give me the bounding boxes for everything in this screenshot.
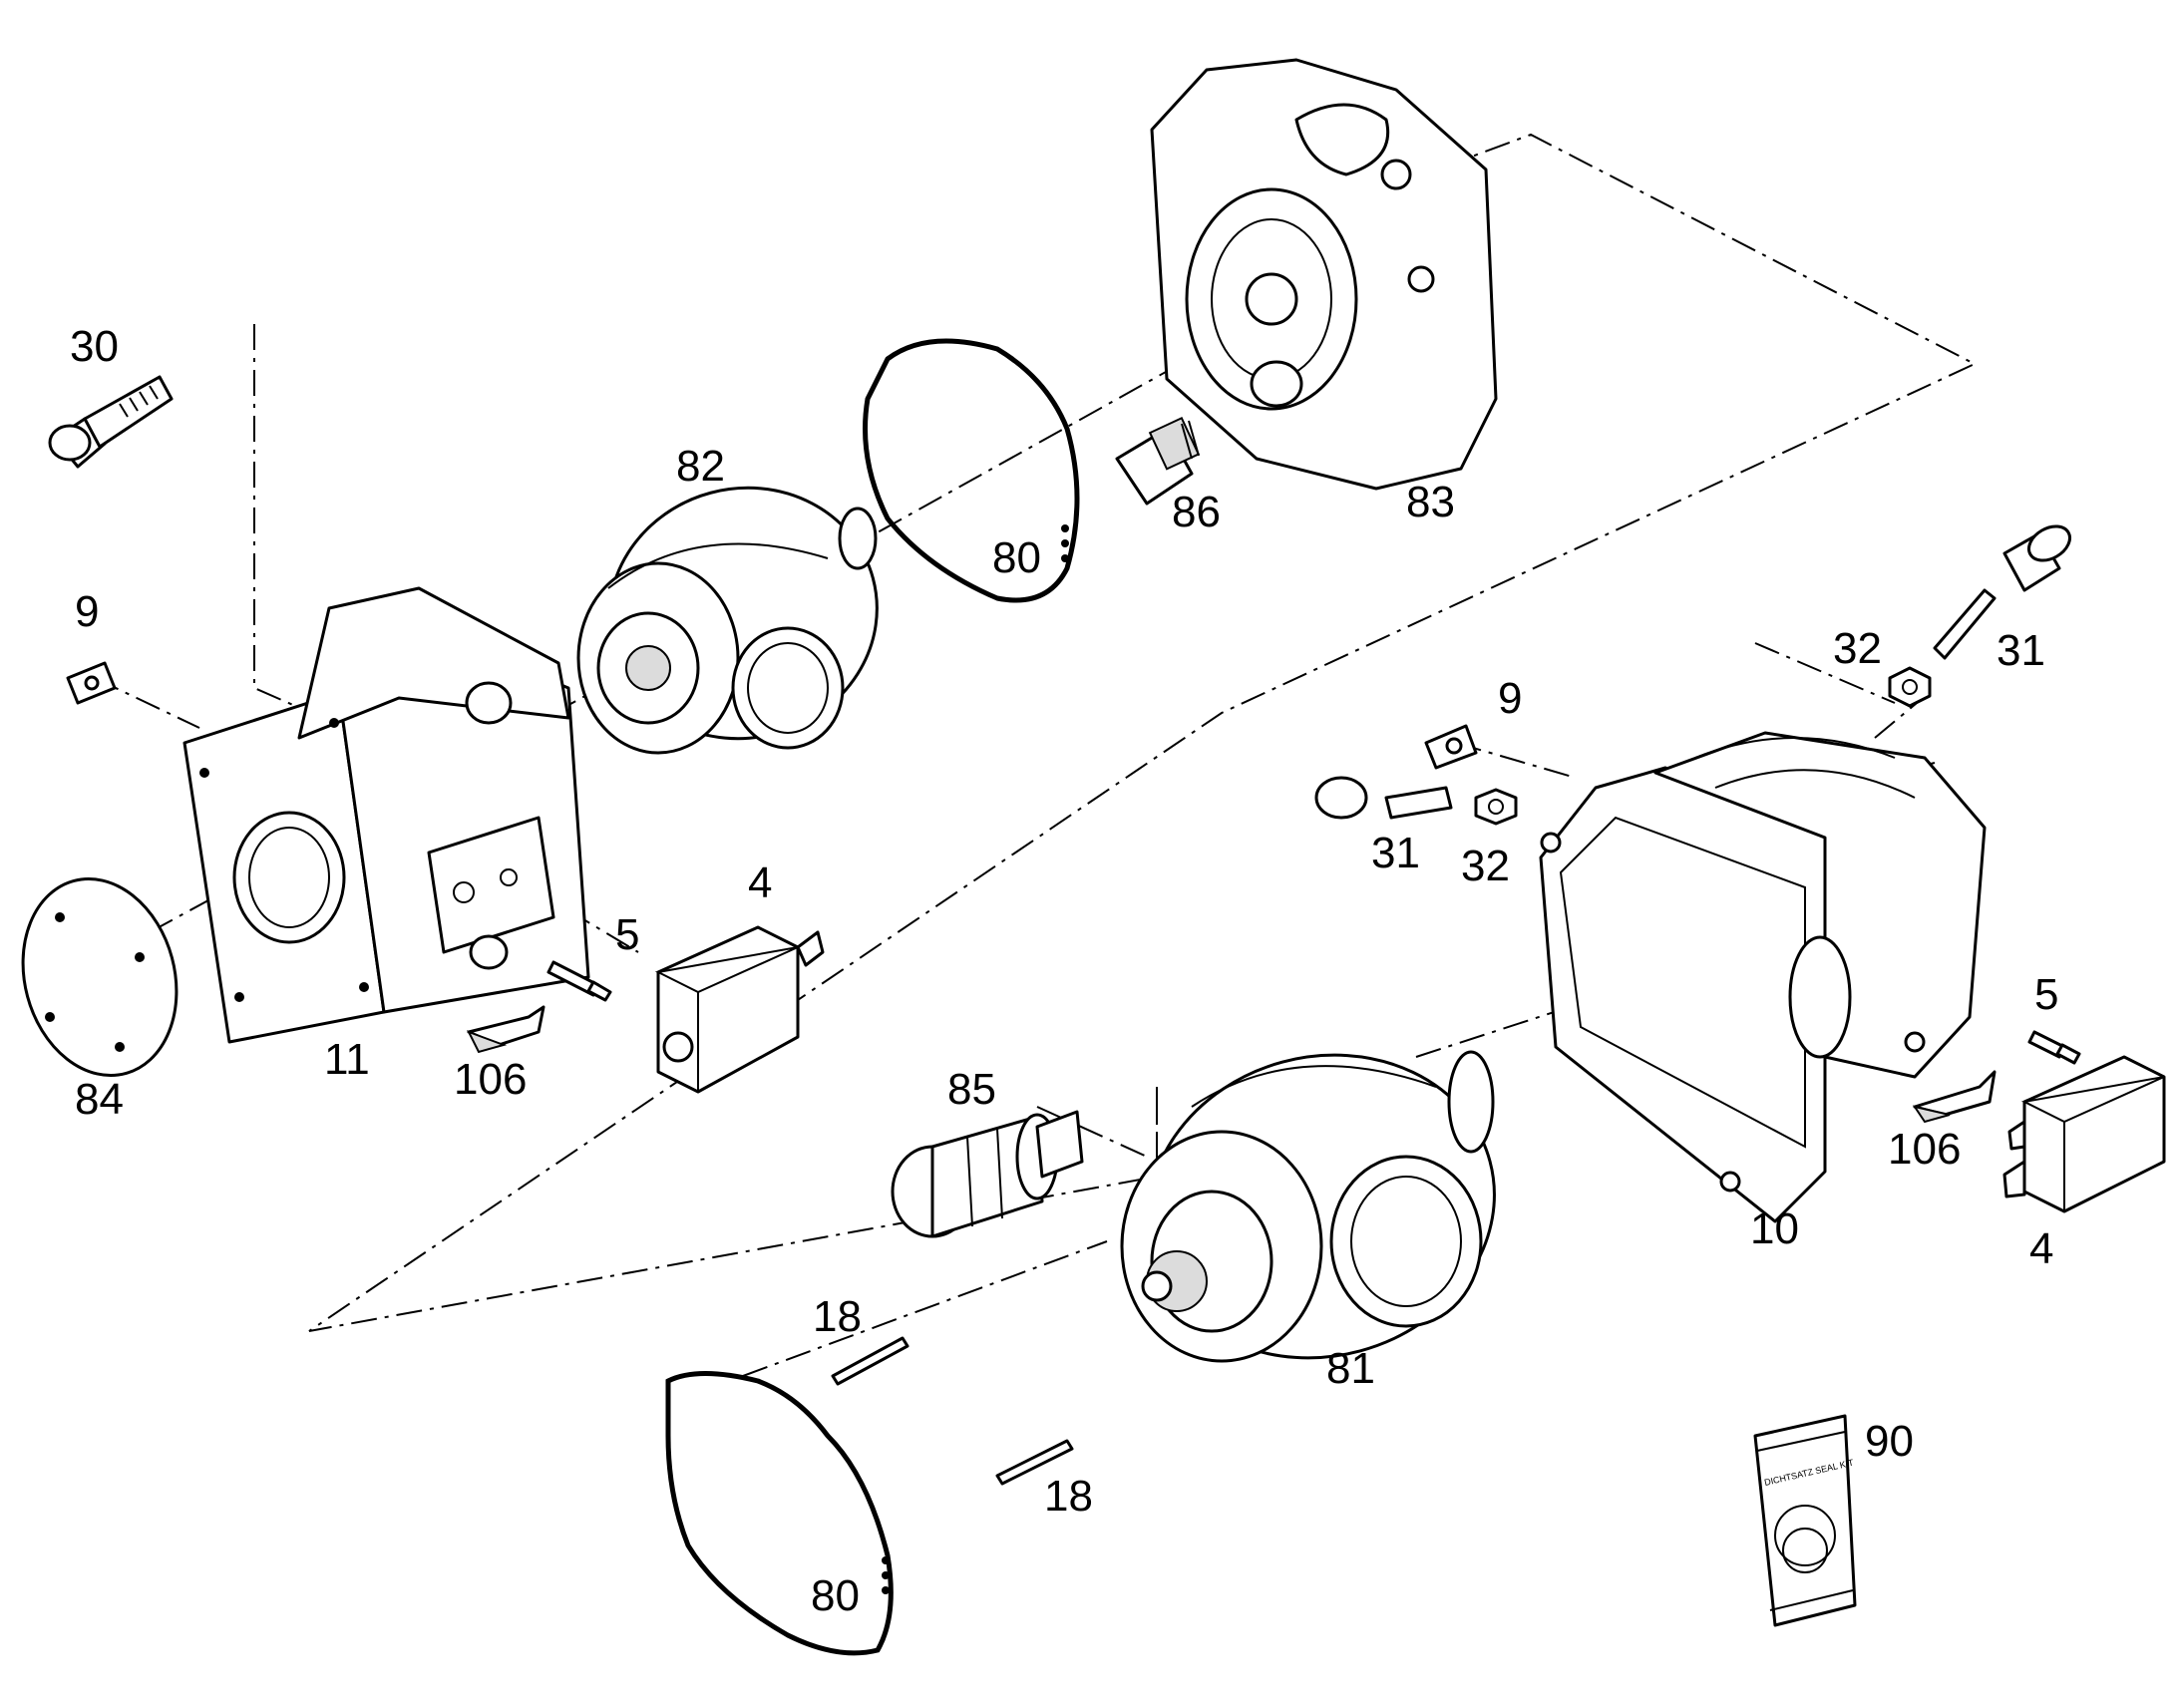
- part-18-pin-lower: [995, 1439, 1074, 1486]
- callout-10: 10: [1750, 1204, 1799, 1253]
- callout-4-left: 4: [748, 858, 772, 907]
- callout-4-right: 4: [2029, 1224, 2053, 1273]
- part-5-pin-right: [2027, 1030, 2081, 1065]
- part-82-rotating-group: [576, 486, 879, 755]
- callout-30: 30: [70, 322, 119, 371]
- callout-labels: 30 82 80 86 83 9 4 5 11 106 84 85 81 18 …: [70, 322, 2058, 1620]
- part-10-housing: [1539, 731, 1987, 1223]
- part-106-tool-left: [466, 1005, 545, 1054]
- part-11-housing: [182, 586, 590, 1044]
- part-9-plate-left: [66, 661, 117, 705]
- part-32-nut-middle: [1474, 788, 1518, 826]
- callout-82: 82: [676, 442, 725, 491]
- part-83-end-cap: [1150, 58, 1498, 491]
- callout-11: 11: [324, 1035, 370, 1084]
- part-4-valve-block-left: [654, 925, 825, 1094]
- callout-18-lower: 18: [1044, 1472, 1093, 1521]
- part-85-spool: [891, 1110, 1084, 1238]
- callout-85: 85: [947, 1065, 996, 1114]
- callout-5-left: 5: [615, 910, 639, 959]
- callout-80-upper: 80: [992, 533, 1041, 582]
- part-18-pin-upper: [831, 1336, 909, 1386]
- part-5-pin-left: [546, 960, 612, 1002]
- callout-18-upper: 18: [813, 1292, 862, 1341]
- part-9-plate-right: [1424, 724, 1478, 770]
- part-30-screw: [48, 375, 174, 469]
- part-86-valve: [1115, 416, 1201, 506]
- callout-9-left: 9: [75, 587, 99, 636]
- callout-31-upper: 31: [1997, 626, 2045, 675]
- part-81-rotating-group: [1120, 1050, 1496, 1363]
- callout-106-left: 106: [454, 1055, 527, 1104]
- callout-84: 84: [75, 1075, 124, 1124]
- callout-83: 83: [1406, 478, 1455, 526]
- part-32-nut-upper: [1888, 666, 1932, 708]
- callout-5-right: 5: [2034, 970, 2058, 1019]
- part-80-seal-upper: [863, 338, 1080, 603]
- callout-90: 90: [1865, 1417, 1914, 1466]
- callout-31-middle: 31: [1371, 829, 1420, 877]
- part-90-seal-kit-bag: DICHTSATZ SEAL KIT: [1753, 1414, 1857, 1627]
- callout-106-right: 106: [1888, 1125, 1961, 1174]
- callout-81: 81: [1326, 1344, 1375, 1393]
- part-106-tool-right: [1912, 1070, 1997, 1124]
- callout-32-middle: 32: [1461, 842, 1510, 890]
- callout-32-upper: 32: [1833, 624, 1882, 673]
- callout-80-lower: 80: [811, 1571, 860, 1620]
- callout-86: 86: [1172, 488, 1221, 536]
- part-4-valve-block-right: [2002, 1055, 2166, 1213]
- part-80-seal-lower: [665, 1371, 894, 1656]
- part-84-cover: [21, 876, 179, 1078]
- part-31-plug-upper: [1933, 524, 2071, 660]
- callout-9-right: 9: [1498, 674, 1522, 723]
- part-31-plug-middle: [1314, 776, 1453, 820]
